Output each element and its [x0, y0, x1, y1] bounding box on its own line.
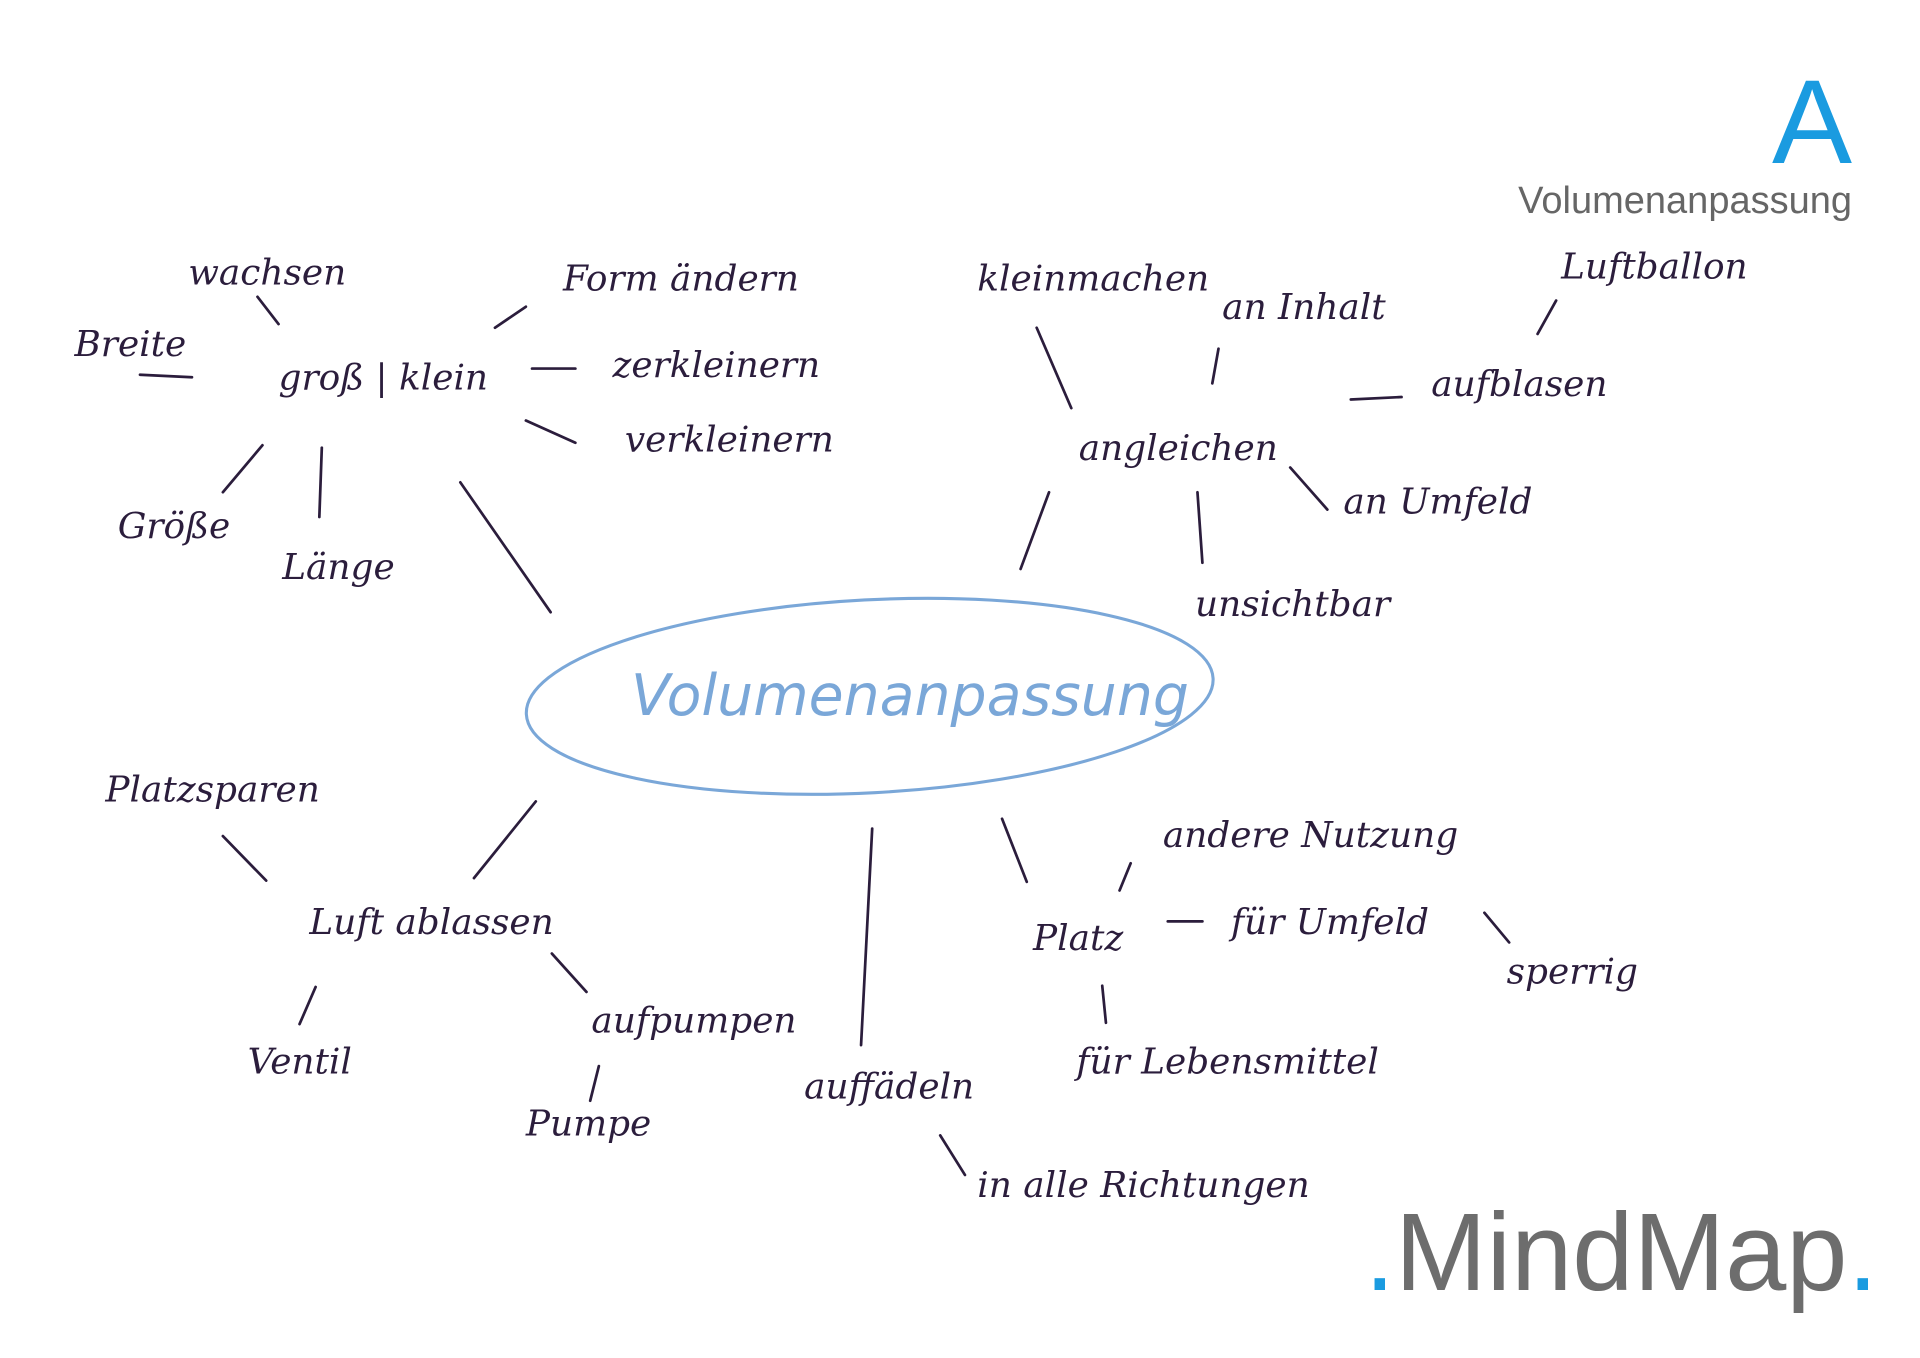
center-ellipse [524, 596, 1215, 796]
connector-lines [138, 295, 1558, 1177]
node-ventil: Ventil [248, 1042, 352, 1083]
node-angleichen: angleichen [1079, 428, 1278, 469]
node-fuer-umfeld: für Umfeld [1228, 902, 1429, 943]
node-an-inhalt: an Inhalt [1222, 287, 1386, 328]
logo-text: MindMap [1395, 1191, 1848, 1314]
logo-dot-right: . [1847, 1191, 1878, 1314]
node-luftballon: Luftballon [1560, 246, 1748, 287]
mindmap-logo: .MindMap. [1364, 1198, 1878, 1308]
node-fuer-lebensmittel: für Lebensmittel [1073, 1042, 1379, 1083]
node-pumpe: Pumpe [525, 1103, 651, 1144]
node-luft-ablassen: Luft ablassen [308, 902, 553, 943]
node-auffaedeln: auffädeln [804, 1066, 974, 1107]
node-verkleinern: verkleinern [625, 419, 834, 460]
node-platzsparen: Platzsparen [104, 769, 319, 810]
node-sperrig: sperrig [1507, 951, 1638, 992]
node-form-aendern: Form ändern [562, 259, 799, 300]
node-aufblasen: aufblasen [1431, 364, 1607, 405]
node-breite: Breite [73, 324, 186, 365]
logo-dot-left: . [1364, 1191, 1396, 1314]
node-laenge: Länge [281, 547, 394, 588]
node-an-umfeld: an Umfeld [1343, 481, 1532, 522]
node-gross-klein: groß | klein [279, 358, 489, 399]
node-platz: Platz [1032, 918, 1124, 959]
node-aufpumpen: aufpumpen [591, 1001, 796, 1042]
node-wachsen: wachsen [188, 252, 346, 293]
section-letter: A [1771, 55, 1852, 189]
node-in-alle-richtungen: in alle Richtungen [977, 1165, 1309, 1206]
node-andere-nutzung: andere Nutzung [1163, 815, 1458, 856]
node-zerkleinern: zerkleinern [611, 345, 820, 386]
node-groesse: Größe [118, 506, 231, 547]
node-kleinmachen: kleinmachen [977, 259, 1209, 300]
center-topic: Volumenanpassung [631, 663, 1189, 729]
node-unsichtbar: unsichtbar [1195, 584, 1392, 625]
section-title: Volumenanpassung [1518, 180, 1852, 222]
